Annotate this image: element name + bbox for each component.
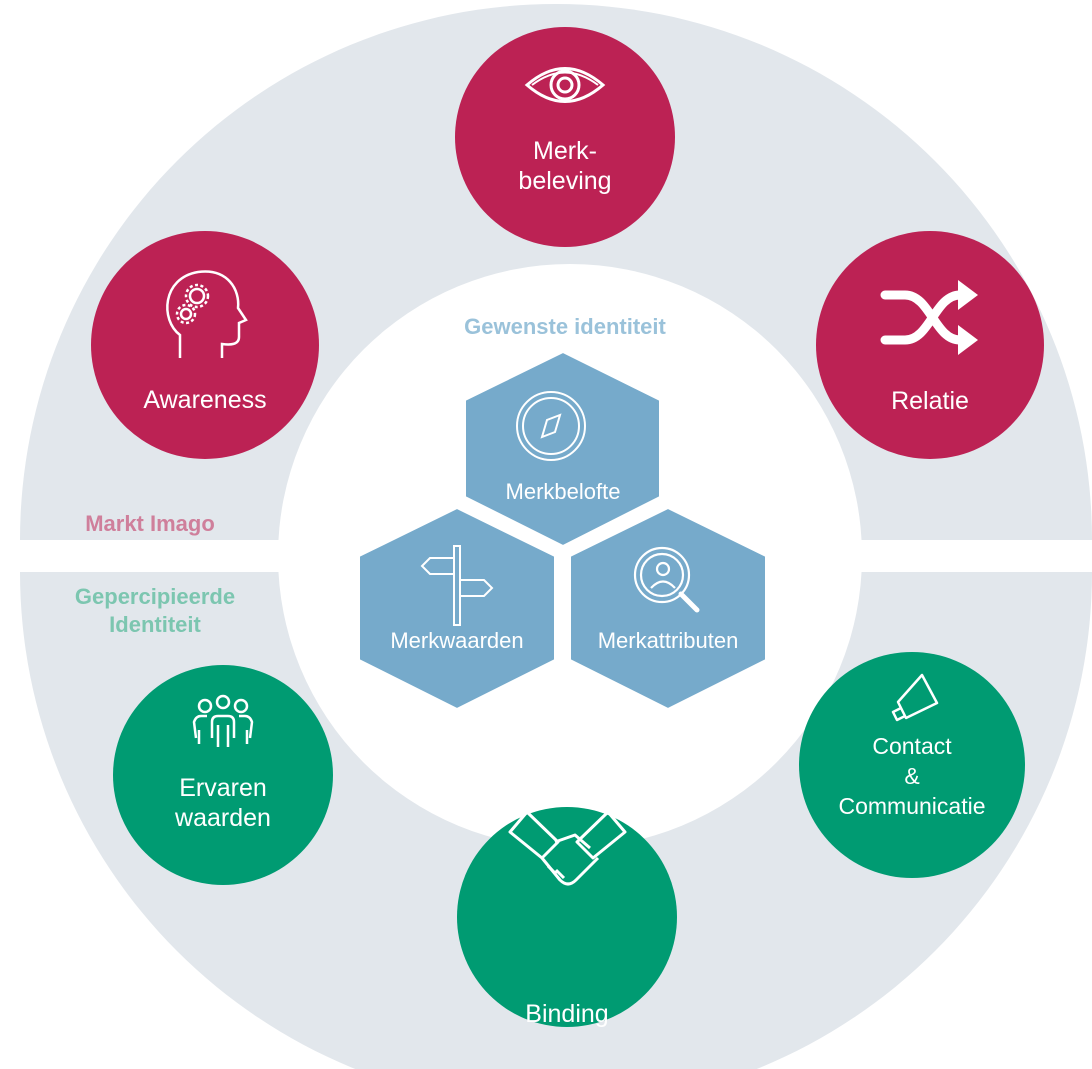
awareness-label: Awareness [143, 386, 267, 414]
magnifier-person-icon [633, 546, 700, 613]
contact-label: Contact & Communicatie [802, 732, 1022, 822]
ervaren-line2: waarden [175, 804, 271, 832]
hex-merkbelofte [464, 350, 661, 548]
handshake-icon [508, 810, 627, 886]
binding-circle [457, 807, 677, 1027]
ervaren-label: Ervaren waarden [123, 773, 323, 833]
shuffle-icon [880, 280, 978, 355]
people-group-icon [192, 694, 254, 747]
ervaren-line1: Ervaren [179, 774, 267, 802]
merkbeleving-circle [455, 27, 675, 247]
gepercipieerde-title: Gepercipieerde Identiteit [74, 584, 236, 637]
compass-icon [516, 391, 586, 461]
merkbeleving-line2: beleving [518, 167, 612, 195]
center-title: Gewenste identiteit [464, 314, 666, 339]
megaphone-icon [891, 673, 939, 722]
merkbeleving-line1: Merk- [533, 137, 597, 165]
relatie-circle [816, 231, 1044, 459]
contact-circle [799, 652, 1025, 878]
contact-line2: & [904, 762, 920, 789]
merkattributen-label: Merkattributen [597, 628, 739, 653]
ervaren-circle [113, 665, 333, 885]
hex-merkattributen [569, 506, 767, 711]
awareness-circle [91, 231, 319, 459]
contact-line3: Communicatie [838, 792, 986, 819]
head-gears-icon [166, 270, 248, 358]
binding-label: Binding [525, 1000, 609, 1028]
merkwaarden-label: Merkwaarden [390, 628, 524, 653]
contact-line1: Contact [872, 733, 952, 759]
merkbeleving-label: Merk- beleving [465, 136, 665, 196]
markt-imago-title: Markt Imago [85, 511, 215, 536]
relatie-label: Relatie [891, 387, 969, 415]
eye-icon [524, 67, 606, 103]
merkbelofte-label: Merkbelofte [505, 479, 621, 504]
signpost-icon [420, 545, 494, 626]
hex-merkwaarden [358, 506, 556, 711]
